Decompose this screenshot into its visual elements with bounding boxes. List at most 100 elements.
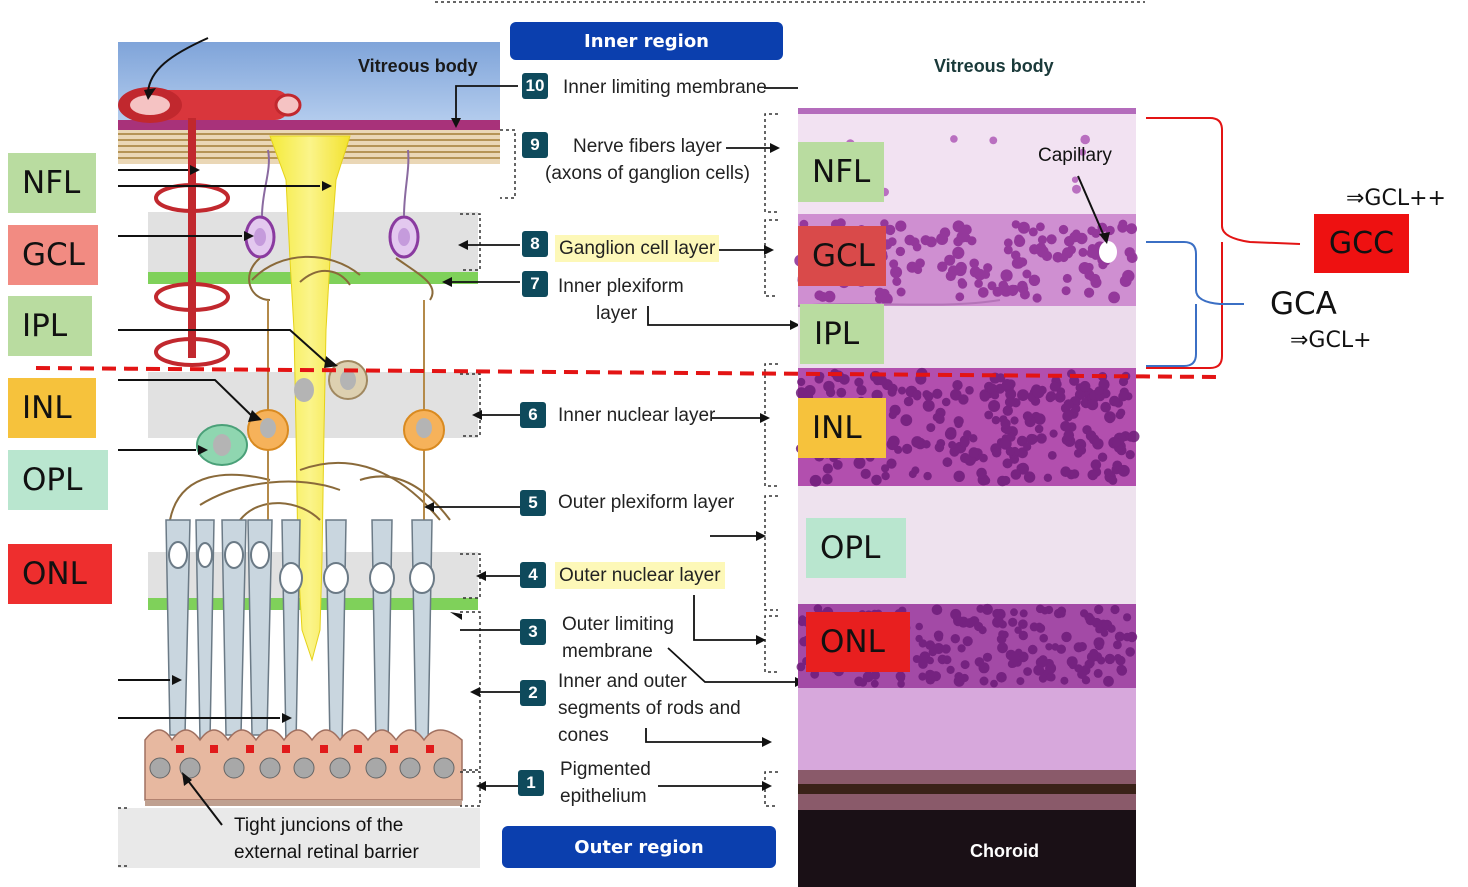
nucleus-dot [904, 234, 916, 246]
nucleus-dot [1108, 291, 1120, 304]
nucleus-dot [1080, 134, 1090, 145]
gcc-badge: GCC [1314, 214, 1409, 273]
nucleus-dot [1062, 410, 1074, 422]
nucleus-dot [950, 634, 960, 644]
nucleus-dot [810, 669, 820, 679]
nucleus-dot [982, 652, 993, 662]
nucleus-dot [950, 135, 958, 143]
left-tag-inl: INL [8, 378, 96, 438]
nucleus-dot [1039, 633, 1048, 643]
nucleus-dot [1032, 386, 1045, 399]
layer-label-4: Outer nuclear layer [555, 562, 725, 589]
nucleus-dot [1018, 619, 1028, 629]
nucleus-dot [978, 287, 989, 298]
nucleus-dot [1104, 653, 1116, 665]
nucleus-dot [1006, 432, 1016, 442]
nucleus-dot [881, 464, 890, 473]
blood-vessel [118, 37, 302, 367]
nucleus-dot [1005, 388, 1017, 400]
nucleus-dot [1022, 269, 1032, 279]
nucleus-dot [969, 434, 978, 443]
left-tag-onl: ONL [8, 544, 112, 604]
capillary-label: Capillary [1038, 145, 1112, 166]
nucleus-dot [1111, 438, 1121, 448]
nucleus-dot [1054, 391, 1066, 403]
nucleus-dot [949, 446, 960, 457]
nucleus-dot [974, 621, 984, 632]
nucleus-dot [962, 636, 973, 647]
nucleus-dot [1079, 148, 1087, 156]
nucleus-dot [1028, 227, 1038, 237]
nucleus-dot [976, 467, 987, 479]
layer-number-6: 6 [520, 402, 546, 428]
nucleus-dot [1061, 286, 1071, 296]
nucleus-dot [1004, 397, 1016, 408]
nucleus-dot [932, 388, 943, 399]
nucleus-dot [1008, 617, 1018, 627]
pigment-epithelium [144, 729, 463, 826]
layer-label-2-line-1: Inner and outer [558, 671, 687, 692]
nucleus-dot [945, 427, 957, 438]
nucleus-dot [1085, 430, 1097, 442]
nucleus-dot [998, 630, 1006, 638]
nucleus-dot [936, 233, 949, 245]
micrograph-tag-onl: ONL [806, 612, 910, 672]
nucleus-dot [935, 414, 945, 425]
nucleus-dot [1056, 644, 1067, 654]
nucleus-dot [1078, 247, 1088, 257]
nucleus-dot [1045, 662, 1057, 674]
nucleus-dot [1047, 451, 1057, 460]
nucleus-dot [1100, 401, 1111, 413]
left-tag-gcl: GCL [8, 225, 98, 285]
layer-label-9-line-2: (axons of ganglion cells) [545, 163, 750, 184]
nucleus-dot [954, 672, 964, 681]
nucleus-dot [1002, 405, 1013, 416]
nucleus-dot [1019, 609, 1028, 618]
nucleus-dot [1066, 656, 1078, 668]
layer-label-2-line-2: segments of rods and [558, 698, 741, 719]
nucleus-dot [984, 410, 994, 420]
choroid-label: Choroid [970, 841, 1039, 861]
nucleus-dot [1110, 604, 1120, 615]
nucleus-dot [1114, 631, 1125, 642]
nucleus-dot [1029, 622, 1039, 632]
tight-junction-line-2: external retinal barrier [234, 842, 419, 863]
nucleus-dot [1011, 250, 1021, 260]
nucleus-dot [989, 136, 998, 145]
nucleus-dot [1092, 438, 1104, 450]
nucleus-dot [1117, 408, 1126, 417]
micrograph-tag-opl: OPL [806, 518, 906, 578]
nucleus-dot [1118, 376, 1129, 387]
nucleus-dot [1001, 379, 1013, 390]
nucleus-dot [963, 430, 972, 439]
nucleus-dot [915, 634, 923, 643]
nucleus-dot [960, 438, 969, 448]
nucleus-dot [1046, 234, 1057, 245]
gca-note: ⇒GCL+ [1290, 328, 1372, 353]
lower-grey [118, 808, 480, 868]
layer-number-4: 4 [520, 562, 546, 588]
nucleus-dot [1017, 280, 1028, 292]
nucleus-dot [1032, 293, 1042, 303]
nucleus-dot [822, 473, 833, 485]
nucleus-dot [923, 471, 932, 481]
nucleus-dot [895, 246, 906, 257]
nucleus-dot [1091, 617, 1102, 628]
nucleus-dot [952, 246, 965, 259]
nucleus-dot [1077, 642, 1087, 652]
nucleus-dot [797, 377, 806, 387]
layer-number-3: 3 [520, 619, 546, 645]
nucleus-dot [967, 236, 977, 246]
layer-label-7-line-1: Inner plexiform [558, 276, 684, 297]
nucleus-dot [912, 242, 922, 252]
nucleus-dot [981, 603, 993, 615]
nucleus-dot [1103, 675, 1114, 687]
nucleus-dot [1027, 644, 1038, 655]
nucleus-dot [912, 655, 921, 663]
nucleus-dot [922, 399, 935, 412]
nucleus-dot [953, 616, 964, 627]
nucleus-dot [895, 671, 906, 682]
nucleus-dot [988, 400, 1001, 412]
layer-number-1: 1 [518, 770, 544, 796]
